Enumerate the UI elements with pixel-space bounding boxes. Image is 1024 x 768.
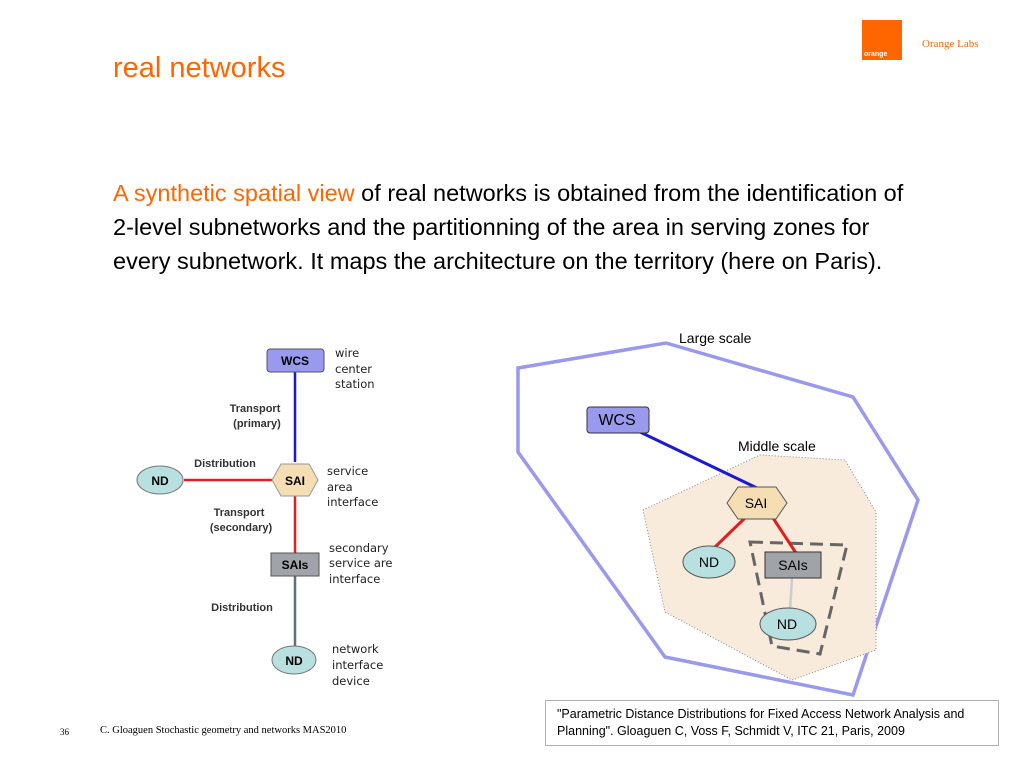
body-text: of real networks is obtained from the id… <box>113 180 904 274</box>
orange-logo: orange <box>862 20 902 60</box>
sais-serving-zone <box>748 540 849 656</box>
sais-desc-line1: secondary <box>329 541 389 555</box>
brand-name: Orange Labs <box>922 38 979 50</box>
middle-scale-label: Middle scale <box>738 438 816 454</box>
nd-node-bottom-label: ND <box>285 654 303 668</box>
transport-primary-line2: (primary) <box>233 418 281 430</box>
wcs-desc-line1: wire <box>335 346 359 360</box>
wcs-desc-line2: center <box>335 362 372 376</box>
nd-node-left <box>136 465 184 495</box>
sais-desc-line2: service are <box>329 556 392 570</box>
footer-author: C. Gloaguen Stochastic geometry and netw… <box>100 725 347 736</box>
middle-scale-zone <box>642 454 877 681</box>
nd-node-right-bottom-label: ND <box>777 616 797 632</box>
nd-node-right-bottom <box>759 607 817 641</box>
nd-node-left-label: ND <box>151 474 169 488</box>
nd-desc-line2: interface <box>332 658 383 672</box>
sai-desc-line3: interface <box>327 495 378 509</box>
nd-node-bottom <box>271 645 317 675</box>
large-scale-zone <box>516 341 920 698</box>
wcs-node-label: WCS <box>281 354 309 368</box>
reference-box: "Parametric Distance Distributions for F… <box>545 700 999 746</box>
sai-nd-link <box>712 516 747 550</box>
body-paragraph: A synthetic spatial view of real network… <box>113 176 923 278</box>
wcs-sai-link <box>639 430 758 490</box>
transport-secondary-line2: (secondary) <box>210 522 273 534</box>
slide-title: real networks <box>113 52 286 84</box>
distribution-label-bottom: Distribution <box>211 602 273 614</box>
sais-node-right-label: SAIs <box>778 557 808 573</box>
nd-desc-line3: device <box>332 674 370 688</box>
wcs-node-right <box>586 406 650 434</box>
nd-node-right-left-label: ND <box>699 554 719 570</box>
wcs-node <box>266 348 325 373</box>
sai-node-right-label: SAI <box>745 495 768 511</box>
nd-node-right-left <box>682 545 736 579</box>
sai-sais-link <box>771 517 798 554</box>
transport-secondary-line1: Transport <box>214 507 265 519</box>
sai-desc-line1: service <box>327 464 368 478</box>
distribution-label-top: Distribution <box>194 458 256 470</box>
sais-node <box>270 552 320 577</box>
sai-node-label: SAI <box>285 474 305 488</box>
sais-node-label: SAIs <box>282 558 309 572</box>
sais-node-right <box>764 551 822 579</box>
body-highlight: A synthetic spatial view <box>113 180 355 206</box>
large-scale-label: Large scale <box>679 330 752 346</box>
wcs-node-right-label: WCS <box>598 412 635 429</box>
transport-primary-line1: Transport <box>230 403 281 415</box>
right-diagram: Large scale Middle scale WCS SAI ND SAIs… <box>516 330 920 698</box>
sai-node-right <box>726 486 788 520</box>
logo-word: orange <box>864 51 888 58</box>
sais-nd-link <box>788 577 794 611</box>
sai-desc-line2: area <box>327 480 353 494</box>
left-diagram: WCS SAI SAIs ND ND Transport (primary) D… <box>136 346 392 688</box>
sai-node <box>271 463 319 497</box>
page-number: 36 <box>60 727 69 737</box>
nd-desc-line1: network <box>332 642 379 656</box>
sais-desc-line3: interface <box>329 572 380 586</box>
wcs-desc-line3: station <box>335 377 375 391</box>
